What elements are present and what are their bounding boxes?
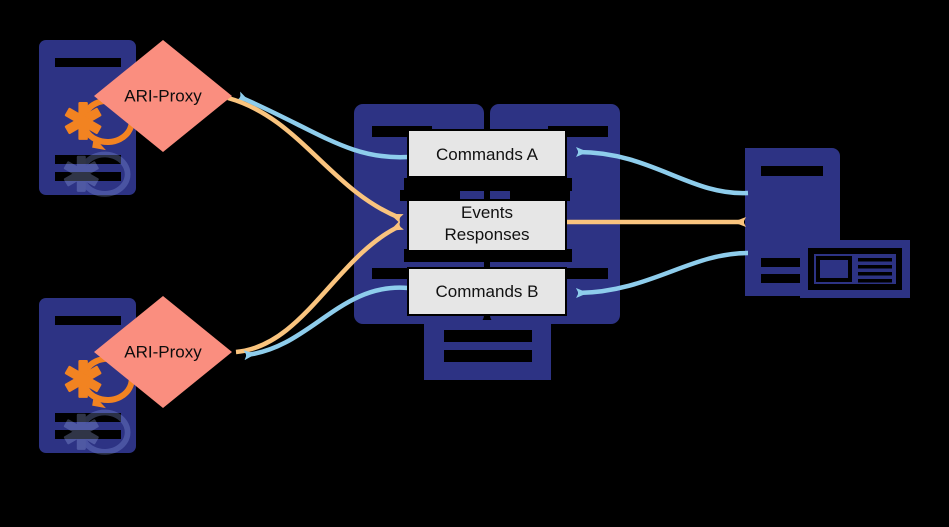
workstation-slot <box>761 258 823 267</box>
cluster-slot <box>372 268 432 279</box>
cluster-slot <box>510 190 570 201</box>
cluster-slot <box>372 126 432 137</box>
desktop-computer-icon <box>745 148 910 298</box>
edge-client-to-commands-b <box>575 250 749 299</box>
server-slot <box>55 316 121 325</box>
commands-b-box[interactable]: Commands B <box>407 267 567 316</box>
cluster-slot <box>548 126 608 137</box>
ari-proxy-top-diamond[interactable] <box>94 40 232 152</box>
ari-proxy-top-node[interactable]: ARI-Proxy <box>94 40 232 152</box>
ari-proxy-bottom-label: ARI-Proxy <box>124 342 202 361</box>
commands-a-box-rect[interactable] <box>407 129 567 178</box>
workstation-slot <box>761 274 823 283</box>
commands-a-box[interactable]: Commands A <box>407 129 567 178</box>
edge-proxy-bottom-to-events <box>235 220 404 355</box>
events-responses-box-rect[interactable] <box>407 199 567 252</box>
monitor-screen-lines <box>858 258 892 283</box>
monitor-screen-block <box>816 256 852 282</box>
workstation-slot <box>761 166 823 176</box>
commands-a-label: Commands A <box>436 145 539 164</box>
commands-b-box-rect[interactable] <box>407 267 567 316</box>
cluster-base-slot <box>444 330 532 342</box>
events-responses-box[interactable]: Events Responses <box>407 199 567 252</box>
cluster-divider <box>404 178 572 191</box>
cluster-slot <box>400 190 460 201</box>
server-slot <box>55 58 121 67</box>
edge-commands-a-to-proxy-top <box>236 91 409 160</box>
events-label: Events <box>461 203 513 222</box>
asterisk-server-bottom <box>39 298 136 453</box>
ari-proxy-top-label: ARI-Proxy <box>124 86 202 105</box>
cluster-base-slot <box>444 350 532 362</box>
responses-label: Responses <box>444 225 529 244</box>
commands-b-label: Commands B <box>436 282 539 301</box>
edge-client-to-commands-a <box>575 146 749 196</box>
edge-commands-b-to-proxy-bottom <box>243 285 409 361</box>
asterisk-server-top <box>39 40 136 195</box>
ari-proxy-bottom-diamond[interactable] <box>94 296 232 408</box>
ari-proxy-bottom-node[interactable]: ARI-Proxy <box>94 296 232 408</box>
cluster-slot <box>548 268 608 279</box>
cluster-divider <box>404 249 572 262</box>
edge-proxy-top-to-events <box>227 95 404 224</box>
